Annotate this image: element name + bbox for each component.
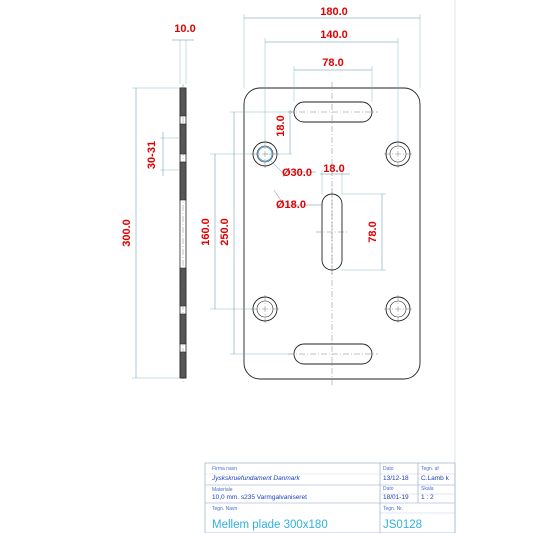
title-block: Firma navn Jyskskruefundament Danmark Ma…	[204, 462, 456, 533]
side-view	[179, 84, 187, 382]
plate-width-dimension: 180.0	[243, 6, 421, 88]
center-slot-width-label: 18.0	[323, 163, 344, 175]
center-slot	[316, 188, 348, 276]
material-value: 10,0 mm. s235 Varmgalvaniseret	[212, 494, 307, 501]
hole-top-right	[384, 140, 412, 168]
company-label: Firma navn	[212, 466, 237, 472]
plate-height-dimension: 300.0	[121, 87, 180, 379]
hole-span-label: 160.0	[200, 218, 212, 246]
hole-bottom-right	[384, 295, 412, 323]
center-slot-width-dimension: 18.0	[320, 163, 350, 194]
drawn-by-label: Tegn. af	[421, 466, 439, 472]
hole-span-dimension: 160.0	[200, 153, 253, 310]
slot-width-label: Ø18.0	[276, 199, 306, 211]
thickness-dimension: 10.0	[172, 23, 196, 84]
bottom-slot	[288, 343, 378, 365]
slot-length-label: 78.0	[322, 57, 343, 69]
plate-width-label: 180.0	[320, 6, 348, 18]
top-slot	[288, 101, 378, 123]
plate-height-label: 300.0	[121, 219, 133, 247]
thickness-label: 10.0	[174, 23, 195, 35]
drawing-number-label: Tegn. Nr.	[383, 506, 403, 512]
scale-label: Skala	[421, 486, 434, 492]
date1-value: 13/12-18	[383, 475, 409, 482]
drawing-name: Mellem plade 300x180	[212, 519, 328, 531]
material-label: Materiale	[212, 487, 233, 493]
hole-diameter-callout: Ø30.0	[269, 159, 316, 179]
center-slot-length-label: 78.0	[367, 221, 379, 242]
slot-offset-label: 18.0	[275, 115, 287, 136]
slot-width-callout: Ø18.0	[273, 189, 322, 211]
hole-bottom-left	[251, 295, 279, 323]
drawn-by-value: C.Lamb k	[421, 475, 450, 482]
slot-offset-dimension: 18.0	[265, 110, 294, 155]
drawing-name-label: Tegn. Navn	[212, 506, 238, 512]
drawing-number: JS0128	[383, 519, 422, 531]
scale-value: 1 : 2	[421, 494, 434, 501]
center-slot-length-dimension: 78.0	[342, 193, 386, 271]
slot-length-dimension: 78.0	[293, 57, 373, 102]
thickness-range-label: 30-31	[146, 141, 158, 169]
slot-span-dimension: 140.0	[264, 29, 399, 140]
hole-diameter-label: Ø30.0	[282, 167, 312, 179]
date2-value: 18/01-19	[383, 494, 409, 501]
thickness-range-dimension: 30-31	[146, 132, 180, 176]
outer-span-dimension: 250.0	[219, 111, 294, 355]
date2-label: Dato	[383, 486, 394, 492]
date1-label: Dato	[383, 466, 394, 472]
outer-span-label: 250.0	[219, 218, 231, 246]
slot-span-label: 140.0	[320, 29, 348, 41]
company-name: Jyskskruefundament Danmark	[211, 475, 301, 482]
